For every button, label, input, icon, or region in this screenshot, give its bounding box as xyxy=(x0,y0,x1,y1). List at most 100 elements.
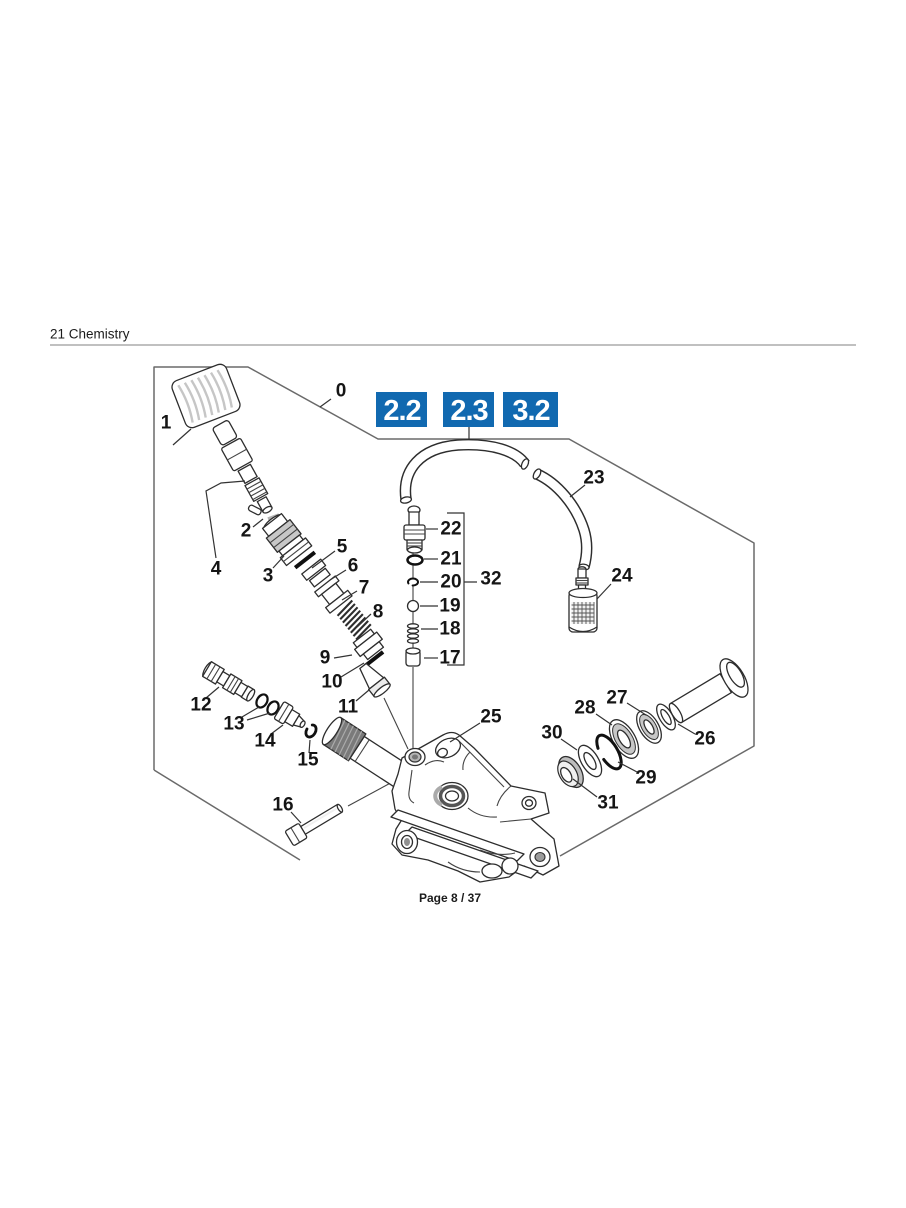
part-12-coupler xyxy=(201,661,256,702)
hose-cut-end xyxy=(532,468,542,480)
page-header: 21 Chemistry xyxy=(50,327,856,346)
mount-bracket-hole xyxy=(521,795,537,811)
part-14-plug-fitting xyxy=(273,701,306,728)
part-23-hose xyxy=(399,438,593,571)
part-4-bracket xyxy=(205,480,246,559)
piston-rod xyxy=(668,658,749,724)
top-boss xyxy=(434,737,462,759)
part-29-snap-ring xyxy=(595,733,623,771)
badge-2-2-label: 2.2 xyxy=(383,395,420,427)
part-30-washer xyxy=(577,744,603,778)
leader-0 xyxy=(319,398,332,408)
leader-14 xyxy=(270,724,284,735)
page-number: Page 8 / 37 xyxy=(419,891,481,905)
leader-7 xyxy=(341,590,358,601)
leader-28 xyxy=(595,713,613,726)
hose-cut-end xyxy=(520,458,530,470)
callout-5: 5 xyxy=(337,537,348,558)
badge-3-2 xyxy=(503,392,558,427)
leader-29 xyxy=(617,761,638,773)
part-19-ball xyxy=(406,599,420,613)
part-26-ring xyxy=(656,703,676,731)
callout-2: 2 xyxy=(241,521,252,542)
callout-11: 11 xyxy=(338,697,359,718)
part-15-circlip xyxy=(304,723,318,739)
callout-4: 4 xyxy=(211,559,222,580)
callout-17: 17 xyxy=(439,648,460,669)
reference-badges: 2.2 2.3 3.2 xyxy=(376,392,558,439)
callout-9: 9 xyxy=(320,648,331,669)
callout-labels: 0 1 2 3 4 5 6 7 8 9 10 11 12 13 14 15 16… xyxy=(161,381,716,816)
callout-3: 3 xyxy=(263,566,274,587)
part-22-nozzle xyxy=(403,505,426,554)
chapter-title: 21 Chemistry xyxy=(50,327,130,342)
callout-19: 19 xyxy=(439,596,460,617)
group-32-bracket xyxy=(447,512,477,666)
callout-23: 23 xyxy=(583,468,604,489)
right-foot xyxy=(529,846,551,868)
callout-16: 16 xyxy=(272,795,293,816)
leader-24 xyxy=(596,583,612,600)
callout-6: 6 xyxy=(348,556,359,577)
part-11-plug xyxy=(359,662,391,698)
part-1-dial-knob xyxy=(171,363,241,429)
callout-1: 1 xyxy=(161,413,172,434)
leader-27 xyxy=(626,702,647,716)
rod-flange xyxy=(719,658,749,698)
leader-10 xyxy=(340,662,365,678)
badge-2-3-label: 2.3 xyxy=(450,395,488,427)
part-16-bolt xyxy=(285,803,344,846)
leader-2 xyxy=(252,518,264,528)
callout-15: 15 xyxy=(297,750,319,771)
filter-mesh xyxy=(571,602,595,624)
leader-31 xyxy=(572,778,598,798)
leader-lines xyxy=(172,398,696,824)
badge-3-2-label: 3.2 xyxy=(512,395,549,427)
callout-31: 31 xyxy=(597,793,619,814)
leader-6 xyxy=(329,569,347,581)
callout-30: 30 xyxy=(541,723,562,744)
callout-18: 18 xyxy=(439,619,460,640)
leader-12 xyxy=(205,686,220,699)
part-9-seal-holder xyxy=(352,628,385,661)
plug-assembly-line xyxy=(383,697,409,750)
leader-13a xyxy=(241,706,260,718)
part-28-seal xyxy=(608,719,640,759)
part-7-valve-spool xyxy=(314,575,353,614)
callout-29: 29 xyxy=(635,768,656,789)
leader-1 xyxy=(172,428,192,446)
callout-7: 7 xyxy=(359,578,370,599)
callout-14: 14 xyxy=(254,731,276,752)
leader-9 xyxy=(333,654,353,659)
callout-13: 13 xyxy=(223,714,244,735)
callout-21: 21 xyxy=(440,549,462,570)
callout-28: 28 xyxy=(574,698,595,719)
leader-25 xyxy=(449,722,481,743)
leader-16 xyxy=(290,811,302,824)
left-foot xyxy=(395,829,419,855)
callout-26: 26 xyxy=(694,729,715,750)
bottom-boss xyxy=(501,857,519,875)
center-port xyxy=(433,781,469,811)
part-17-sleeve xyxy=(405,647,421,667)
frame-outline xyxy=(153,366,755,861)
leader-23 xyxy=(569,484,586,498)
callout-22: 22 xyxy=(440,519,461,540)
leader-15 xyxy=(308,739,311,754)
callout-12: 12 xyxy=(190,695,211,716)
callout-32: 32 xyxy=(480,569,501,590)
leader-26 xyxy=(677,723,696,735)
part-10-oring xyxy=(363,650,385,668)
part-20-clip xyxy=(407,577,419,587)
part-6-washers xyxy=(301,558,331,588)
skid-rail xyxy=(390,809,525,862)
callout-0: 0 xyxy=(336,381,347,402)
hose-end xyxy=(399,496,413,504)
callout-27: 27 xyxy=(606,688,627,709)
callout-25: 25 xyxy=(480,707,502,728)
part-25-pump-housing xyxy=(390,731,560,883)
leader-3 xyxy=(272,555,285,569)
bottom-boss xyxy=(481,863,503,879)
